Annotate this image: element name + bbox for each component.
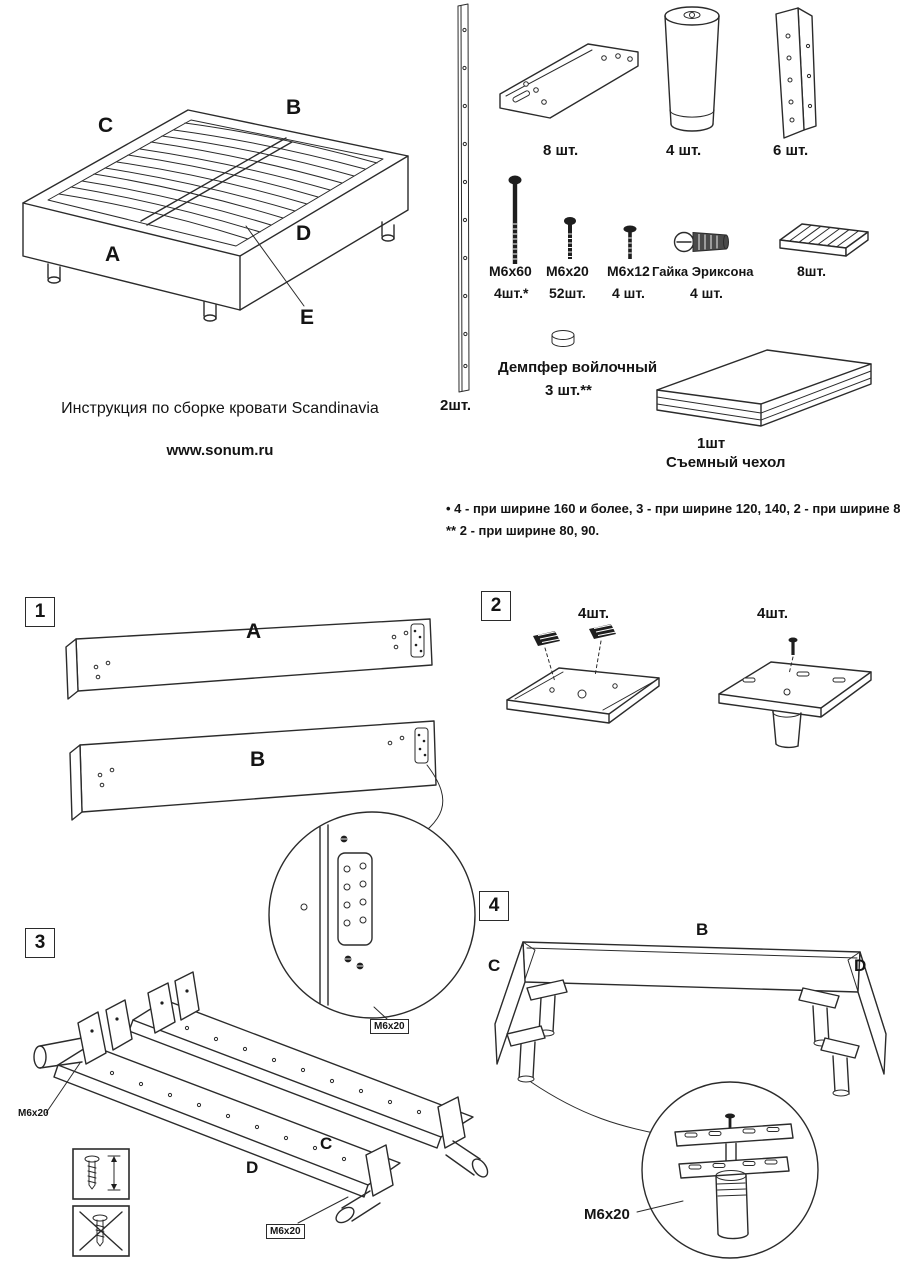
cover-part-drawing <box>656 349 872 427</box>
bed-label-b: B <box>286 96 302 119</box>
step4-bolt-callout: М6x20 <box>584 1206 630 1223</box>
step4-label-b: B <box>696 920 709 939</box>
angle-bracket-qty-label: 6 шт. <box>773 142 809 159</box>
step3-bolt-callout-bottom: М6х20 <box>266 1224 305 1239</box>
damper-qty-label: 3 шт.** <box>545 382 592 399</box>
bed-label-c: C <box>98 114 114 137</box>
step3-label-d: D <box>246 1158 259 1177</box>
step4-label-c: C <box>488 956 501 975</box>
nut-name-label: Гайка Эриксона <box>652 264 754 279</box>
step3-bolt-callout-left: М6х20 <box>18 1108 49 1119</box>
step2-number: 2 <box>481 591 511 621</box>
step1-drawing <box>65 618 476 1032</box>
bed-label-a: A <box>105 243 121 266</box>
step2-qty-right-label: 4шт. <box>757 605 789 622</box>
step3-label-c: C <box>320 1134 333 1153</box>
bolt2-name-label: М6х20 <box>546 263 589 279</box>
bed-label-d: D <box>296 222 312 245</box>
footnote-star: • 4 - при ширине 160 и более, 3 - при ши… <box>446 501 900 516</box>
angle-bracket-part-drawing <box>775 7 817 139</box>
step1-number: 1 <box>25 597 55 627</box>
bolt1-qty-label: 4шт.* <box>494 285 529 301</box>
step3-number: 3 <box>25 928 55 958</box>
step4-drawing <box>494 941 887 1259</box>
nut-qty-label: 4 шт. <box>690 285 723 301</box>
step1-label-a: A <box>246 620 262 643</box>
clip-qty-label: 8шт. <box>797 263 826 279</box>
leg-part-drawing <box>664 6 720 132</box>
step1-bolt-callout: М6х20 <box>370 1019 409 1034</box>
bolt3-name-label: М6х12 <box>607 263 650 279</box>
damper-name-label: Демпфер войлочный <box>498 359 658 376</box>
corner-bracket-part-drawing <box>499 43 639 119</box>
footnote-double-star: ** 2 - при ширине 80, 90. <box>446 523 600 538</box>
bed-overview-drawing <box>22 109 409 322</box>
cover-qty-label: 1шт <box>697 435 726 452</box>
corner-bracket-qty-label: 8 шт. <box>543 142 579 159</box>
website-url: www.sonum.ru <box>166 442 274 459</box>
rail-qty-label: 2шт. <box>440 397 472 414</box>
screw-depth-icon <box>72 1148 130 1200</box>
step3-drawing <box>33 971 489 1224</box>
rail-part-drawing <box>457 3 470 393</box>
step2-qty-left-label: 4шт. <box>578 605 610 622</box>
step1-label-b: B <box>250 748 266 771</box>
step4-number: 4 <box>479 891 509 921</box>
cover-name-label: Съемный чехол <box>666 454 786 471</box>
damper-part-drawing <box>551 330 575 347</box>
hardware-row-drawing <box>508 175 869 264</box>
doc-title: Инструкция по сборке кровати Scandinavia <box>61 400 379 417</box>
step4-label-d: D <box>854 956 867 975</box>
step2-drawing <box>506 624 872 749</box>
no-power-screw-icon <box>72 1205 130 1257</box>
leg-qty-label: 4 шт. <box>666 142 702 159</box>
bolt1-name-label: М6х60 <box>489 263 532 279</box>
bolt3-qty-label: 4 шт. <box>612 285 645 301</box>
bolt2-qty-label: 52шт. <box>549 285 586 301</box>
bed-label-e: E <box>300 306 315 329</box>
